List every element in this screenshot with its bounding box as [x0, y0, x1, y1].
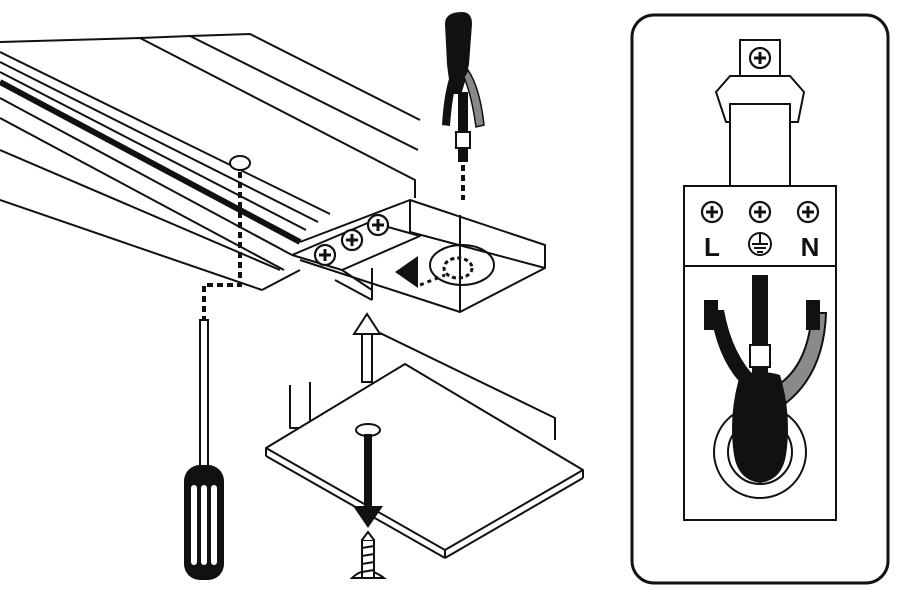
cover-plate — [265, 332, 584, 559]
screw-icon — [349, 530, 387, 579]
supply-cable — [442, 12, 485, 200]
terminal-wires — [704, 275, 828, 483]
earth-ground-icon — [748, 232, 772, 256]
terminal-detail-panel: L N — [630, 13, 890, 585]
screw-arrow — [353, 423, 383, 528]
terminal-screws — [700, 200, 820, 224]
screwdriver-icon — [184, 319, 224, 580]
screwdriver-guide-line — [202, 172, 242, 320]
assembly-arrow — [352, 312, 382, 383]
track-rail — [0, 33, 546, 313]
terminal-label-live: L — [704, 232, 720, 262]
rail-mount-screw — [229, 155, 251, 171]
terminal-label-neutral: N — [801, 232, 820, 262]
cable-entry-hole — [419, 244, 495, 287]
arrow-icon — [395, 256, 418, 288]
